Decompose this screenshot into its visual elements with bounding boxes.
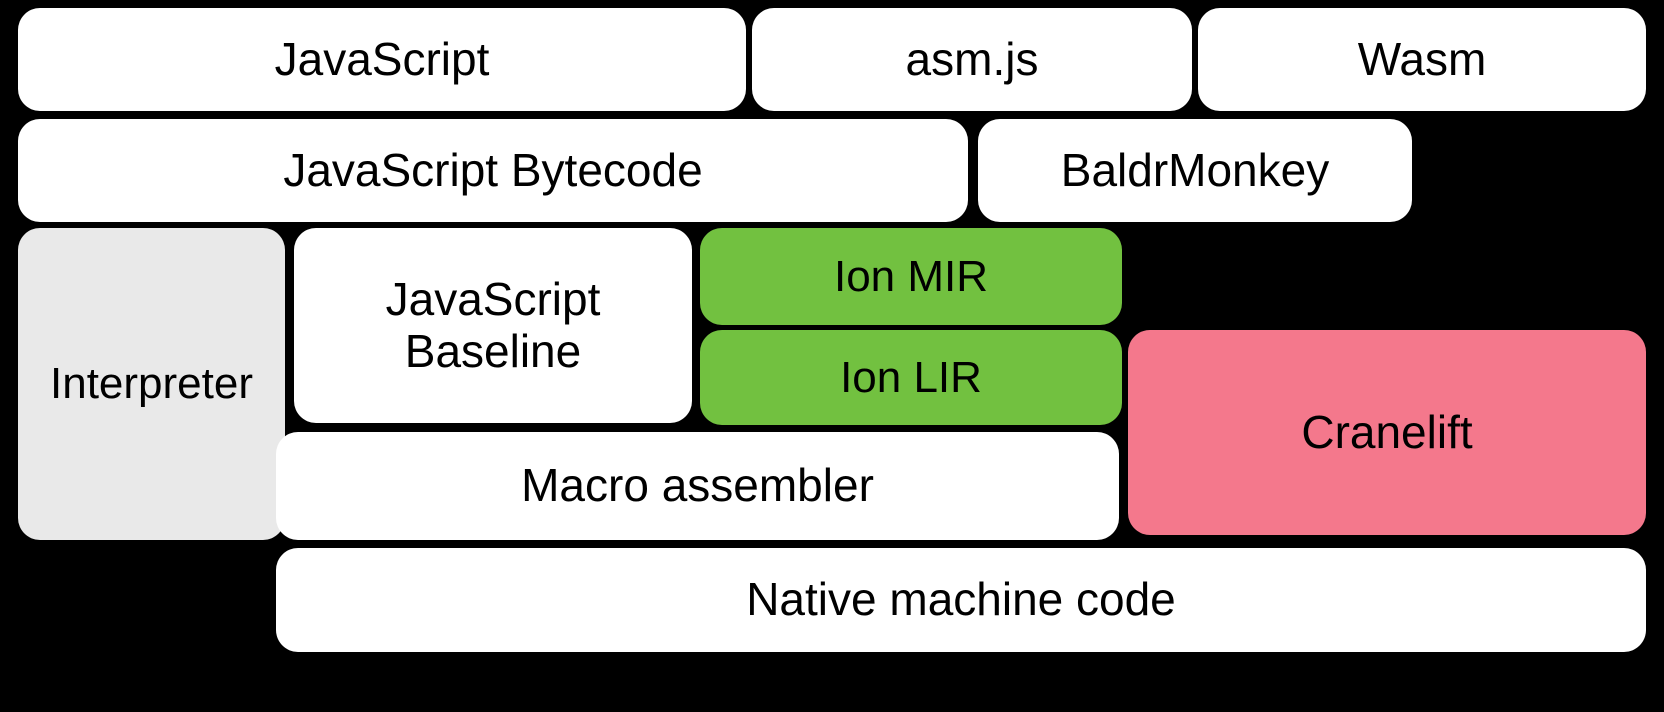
node-asmjs[interactable]: asm.js (752, 8, 1192, 111)
node-label-ion-mir: Ion MIR (833, 251, 989, 301)
node-label-asmjs: asm.js (905, 32, 1039, 85)
node-javascript-baseline[interactable]: JavaScript Baseline (294, 228, 692, 423)
node-native-machine-code[interactable]: Native machine code (276, 548, 1646, 652)
node-label-interpreter: Interpreter (50, 359, 253, 409)
node-label-javascript-baseline: JavaScript Baseline (385, 272, 601, 377)
node-macro-assembler[interactable]: Macro assembler (276, 432, 1119, 540)
node-label-javascript: JavaScript (274, 32, 490, 85)
node-js-bytecode[interactable]: JavaScript Bytecode (18, 119, 968, 222)
node-ion-mir[interactable]: Ion MIR (700, 228, 1122, 325)
node-label-js-bytecode: JavaScript Bytecode (283, 143, 703, 196)
node-label-ion-lir: Ion LIR (840, 352, 982, 402)
node-label-baldrmonkey: BaldrMonkey (1060, 143, 1330, 196)
node-label-native-machine-code: Native machine code (746, 573, 1176, 626)
node-baldrmonkey[interactable]: BaldrMonkey (978, 119, 1412, 222)
node-javascript[interactable]: JavaScript (18, 8, 746, 111)
node-cranelift[interactable]: Cranelift (1128, 330, 1646, 535)
node-ion-lir[interactable]: Ion LIR (700, 330, 1122, 425)
node-label-macro-assembler: Macro assembler (521, 459, 874, 512)
node-wasm[interactable]: Wasm (1198, 8, 1646, 111)
node-label-wasm: Wasm (1357, 32, 1487, 85)
node-interpreter[interactable]: Interpreter (18, 228, 285, 540)
node-label-cranelift: Cranelift (1301, 405, 1473, 458)
